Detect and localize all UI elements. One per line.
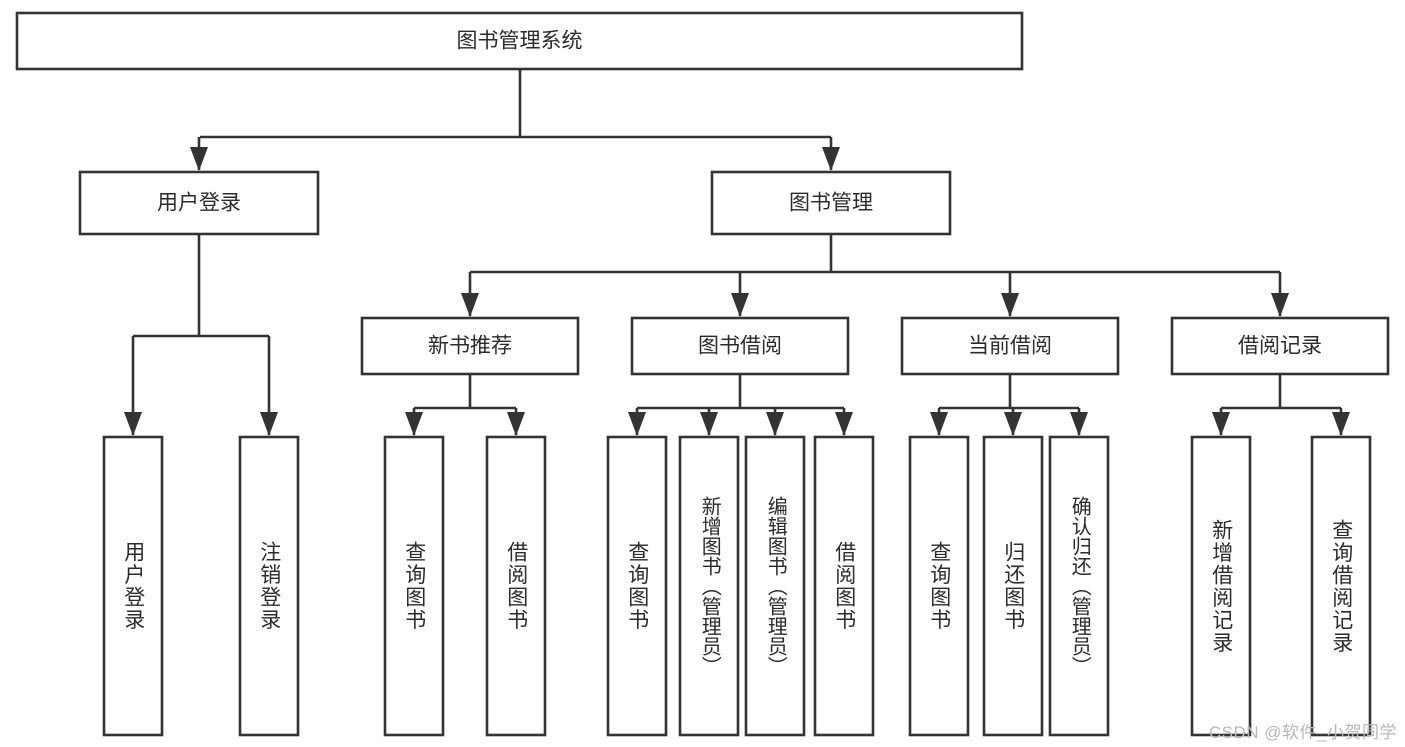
arrow-down-icon-leaf-1 [260, 412, 278, 436]
node-box-leaf-3[interactable] [485, 435, 547, 737]
node-label-level1-1: 图书管理 [789, 192, 873, 215]
node-box-leaf-11[interactable] [1190, 435, 1252, 737]
node-box-level2-3[interactable] [1170, 316, 1390, 376]
node-box-root-0[interactable] [15, 11, 1024, 71]
node-box-leaf-7[interactable] [813, 435, 875, 737]
node-box-level2-1[interactable] [630, 316, 850, 376]
arrow-down-icon-leaf-7 [835, 412, 853, 436]
node-box-leaf-5[interactable] [678, 435, 740, 737]
arrow-down-icon-leaf-0 [124, 412, 142, 436]
node-label-level1-0: 用户登录 [157, 192, 241, 215]
arrow-down-icon-leaf-12 [1332, 412, 1350, 436]
arrow-down-icon-leaf-6 [766, 412, 784, 436]
csdn-watermark: CSDN @软件_小贺同学 [1208, 723, 1397, 742]
arrow-down-icon-l2-3 [1271, 293, 1289, 317]
node-label-level2-1: 图书借阅 [698, 335, 782, 358]
boxes-layer [15, 11, 1390, 737]
arrow-down-icon-leaf-9 [1004, 412, 1022, 436]
node-box-level2-0[interactable] [360, 316, 580, 376]
node-box-level1-0[interactable] [78, 170, 320, 236]
node-box-leaf-0[interactable] [102, 435, 164, 737]
arrow-down-icon-l2-0 [461, 293, 479, 317]
arrow-down-icon-l2-2 [1001, 293, 1019, 317]
arrow-down-icon-leaf-8 [930, 412, 948, 436]
node-box-leaf-9[interactable] [982, 435, 1044, 737]
node-box-leaf-2[interactable] [383, 435, 445, 737]
arrow-down-icon-leaf-10 [1070, 412, 1088, 436]
arrow-down-icon-leaf-11 [1212, 412, 1230, 436]
arrow-down-icon-leaf-5 [700, 412, 718, 436]
node-box-leaf-6[interactable] [744, 435, 806, 737]
node-box-leaf-1[interactable] [238, 435, 300, 737]
node-box-leaf-10[interactable] [1048, 435, 1110, 737]
arrow-down-icon-root-1 [822, 147, 840, 171]
node-box-level1-1[interactable] [710, 170, 952, 236]
arrow-down-icon-leaf-3 [507, 412, 525, 436]
connectors-layer [124, 69, 1350, 436]
arrow-down-icon-leaf-2 [405, 412, 423, 436]
node-label-root-0: 图书管理系统 [457, 30, 583, 53]
arrow-down-icon-l2-1 [731, 293, 749, 317]
node-box-leaf-4[interactable] [606, 435, 668, 737]
node-label-level2-0: 新书推荐 [428, 335, 512, 358]
node-label-level2-2: 当前借阅 [968, 335, 1052, 358]
node-box-leaf-12[interactable] [1310, 435, 1372, 737]
node-box-level2-2[interactable] [900, 316, 1120, 376]
node-box-leaf-8[interactable] [908, 435, 970, 737]
arrow-down-icon-leaf-4 [628, 412, 646, 436]
arrow-down-icon-root-0 [190, 147, 208, 171]
node-label-level2-3: 借阅记录 [1238, 335, 1322, 358]
